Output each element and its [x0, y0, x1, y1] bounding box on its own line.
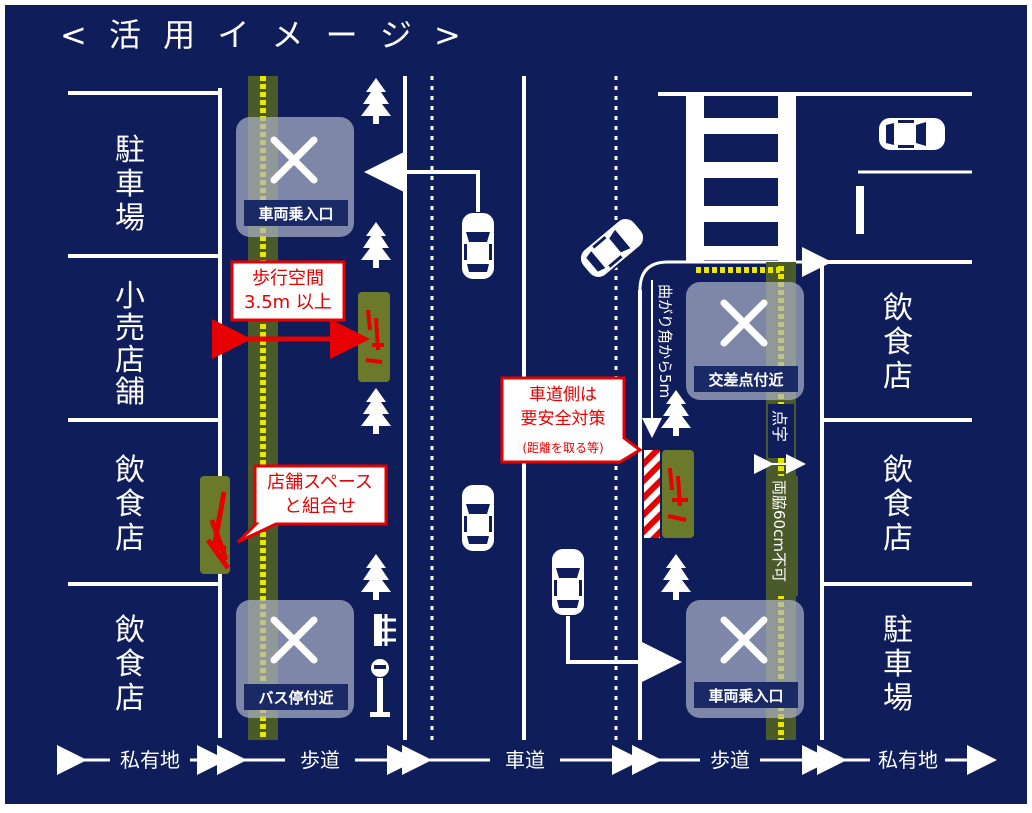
svg-text:要安全対策: 要安全対策 — [521, 409, 606, 429]
turn-arrow — [364, 152, 480, 212]
no-zone-label: 交差点付近 — [708, 371, 783, 389]
parklet-seating-left — [358, 292, 390, 382]
svg-text:3.5m 以上: 3.5m 以上 — [244, 292, 332, 313]
svg-text:店舗スペース: 店舗スペース — [267, 472, 373, 493]
callout-roadway-side: 車道側は 要安全対策 (距離を取る等) — [500, 376, 643, 464]
safety-buffer-hatch — [644, 450, 660, 538]
crosswalk — [686, 92, 796, 262]
legend-roadway: 車道 — [505, 748, 545, 772]
callout-store-space: 店舗スペース と組合せ — [236, 464, 388, 544]
car-icon — [460, 211, 496, 281]
no-zone-label: バス停付近 — [258, 689, 333, 707]
bus-stop-icon — [370, 614, 396, 717]
legend-private-land-left: 私有地 — [120, 748, 180, 772]
callout-walking-space: 歩行空間 3.5m 以上 — [230, 260, 346, 322]
right-facility-3: 駐車場 — [883, 613, 913, 716]
right-facility-1: 飲食店 — [883, 291, 913, 394]
tactile-note: 点字 — [768, 404, 794, 458]
svg-text:歩行空間: 歩行空間 — [252, 268, 324, 289]
parklet-seating-right — [662, 450, 694, 538]
legend-sidewalk-left: 歩道 — [300, 748, 340, 772]
left-private-land — [68, 88, 222, 738]
page-title: < 活 用 イ メ ー ジ > — [60, 16, 467, 54]
corner-line — [638, 247, 832, 291]
no-zone-right-bottom: 車両乗入口 — [686, 600, 804, 718]
car-icon — [877, 116, 947, 152]
svg-text:両脇60cm不可: 両脇60cm不可 — [770, 480, 788, 582]
left-facility-3: 飲食店 — [115, 453, 145, 556]
no-zone-right-top: 交差点付近 — [686, 282, 804, 400]
left-facility-2: 小売店舗 — [115, 279, 145, 410]
left-facility-4: 飲食店 — [115, 613, 145, 716]
no-zone-left-bottom: バス停付近 — [236, 600, 354, 718]
svg-text:車道側は: 車道側は — [529, 385, 597, 405]
car-icon — [550, 547, 586, 617]
no-zone-left-top: 車両乗入口 — [236, 117, 354, 237]
svg-text:(距離を取る等): (距離を取る等) — [522, 441, 603, 455]
both-sides-note: 両脇60cm不可 — [766, 476, 798, 596]
right-private-land — [822, 260, 972, 586]
svg-text:点字: 点字 — [770, 410, 789, 442]
legend-private-land-right: 私有地 — [878, 748, 938, 772]
legend-sidewalk-right: 歩道 — [710, 748, 750, 772]
left-facility-1: 駐車場 — [115, 133, 145, 236]
no-zone-label: 車両乗入口 — [258, 205, 333, 223]
no-zone-label: 車両乗入口 — [708, 687, 783, 705]
stop-line — [856, 186, 864, 234]
store-space-seating — [200, 476, 231, 574]
corner-note: 曲がり角から5m — [656, 284, 674, 398]
car-icon — [460, 483, 496, 553]
svg-text:と組合せ: と組合せ — [284, 496, 356, 517]
turn-arrow — [566, 616, 682, 682]
right-facility-2: 飲食店 — [883, 453, 913, 556]
